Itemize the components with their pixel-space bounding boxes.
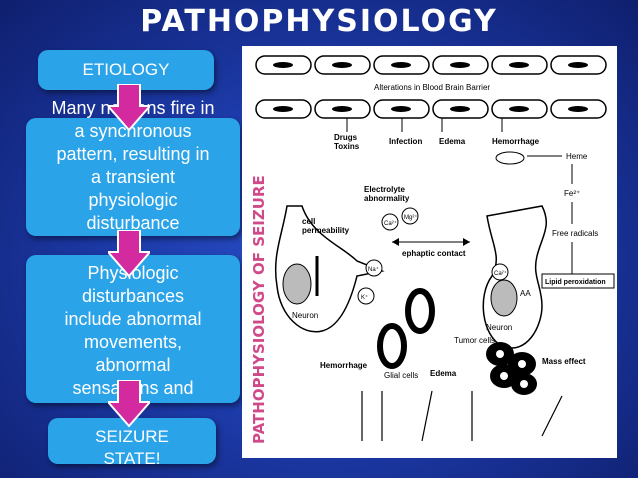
disturbances-box <box>26 255 240 403</box>
description-line: pattern, resulting in <box>56 144 210 164</box>
label-k: K⁺ <box>361 294 368 301</box>
seizure-box <box>48 418 216 464</box>
label-ca: Ca²⁺ <box>384 220 397 227</box>
label-permeability: permeability <box>302 226 350 235</box>
disturbances-line: disturbances <box>81 286 185 306</box>
disturbances-line: Physiologic <box>87 263 179 283</box>
vertical-figure-title: PATHOPHYSIOLOGY OF SEIZURE <box>250 175 268 444</box>
description-line: a transient <box>90 167 176 187</box>
description-box <box>26 118 240 236</box>
description-line: disturbance <box>86 213 180 233</box>
label-abnormality: abnormality <box>364 194 410 203</box>
label-hemorrhage-top: Hemorrhage <box>492 137 540 146</box>
label-glial: Glial cells <box>384 371 418 380</box>
label-lipid: Lipid peroxidation <box>545 279 606 286</box>
label-heme: Heme <box>566 152 588 161</box>
down-arrow-icon <box>108 84 150 132</box>
label-aa: AA <box>520 289 531 298</box>
label-hemorrhage-bottom: Hemorrhage <box>320 361 368 370</box>
label-cell: cell <box>302 217 315 226</box>
label-ca-right: Ca²⁺ <box>494 270 507 277</box>
label-na: Na⁺ <box>368 266 379 273</box>
slide-title: PATHOPHYSIOLOGY <box>140 4 498 39</box>
pathophysiology-figure: Alterations in Blood Brain Barrier Drugs… <box>242 46 617 458</box>
label-mass: Mass effect <box>542 357 586 366</box>
down-arrow-icon <box>108 230 150 278</box>
seizure-line: SEIZURE <box>95 427 169 446</box>
label-neuron-right: Neuron <box>486 323 512 332</box>
label-electrolyte: Electrolyte <box>364 185 405 194</box>
label-bbb: Alterations in Blood Brain Barrier <box>374 83 490 92</box>
label-drugs: Drugs <box>334 133 358 142</box>
down-arrow-icon <box>108 380 150 428</box>
label-ephaptic: ephaptic contact <box>402 249 466 258</box>
disturbances-line: movements, <box>83 332 183 352</box>
disturbances-text: Physiologic disturbances include abnorma… <box>30 262 236 400</box>
label-edema-bottom: Edema <box>430 369 457 378</box>
label-edema-top: Edema <box>439 137 466 146</box>
disturbances-line: abnormal <box>95 355 171 375</box>
description-line: a synchronous <box>74 121 192 141</box>
label-infection: Infection <box>389 137 422 146</box>
label-toxins: Toxins <box>334 142 360 151</box>
seizure-text: SEIZURE STATE! <box>48 426 216 470</box>
figure-diagram: Alterations in Blood Brain Barrier Drugs… <box>255 55 615 442</box>
disturbances-line: include abnormal <box>64 309 202 329</box>
vertical-title-text: PATHOPHYSIOLOGY OF SEIZURE <box>250 175 268 444</box>
label-fe: Fe²⁺ <box>564 189 580 198</box>
description-line: physiologic <box>88 190 178 210</box>
seizure-line: STATE! <box>103 449 161 468</box>
label-free-radicals: Free radicals <box>552 229 598 238</box>
label-tumor: Tumor cells <box>454 336 495 345</box>
label-mg: Mg²⁺ <box>404 214 418 221</box>
label-neuron-left: Neuron <box>292 311 318 320</box>
description-text: Many neurons fire in a synchronous patte… <box>30 97 236 235</box>
